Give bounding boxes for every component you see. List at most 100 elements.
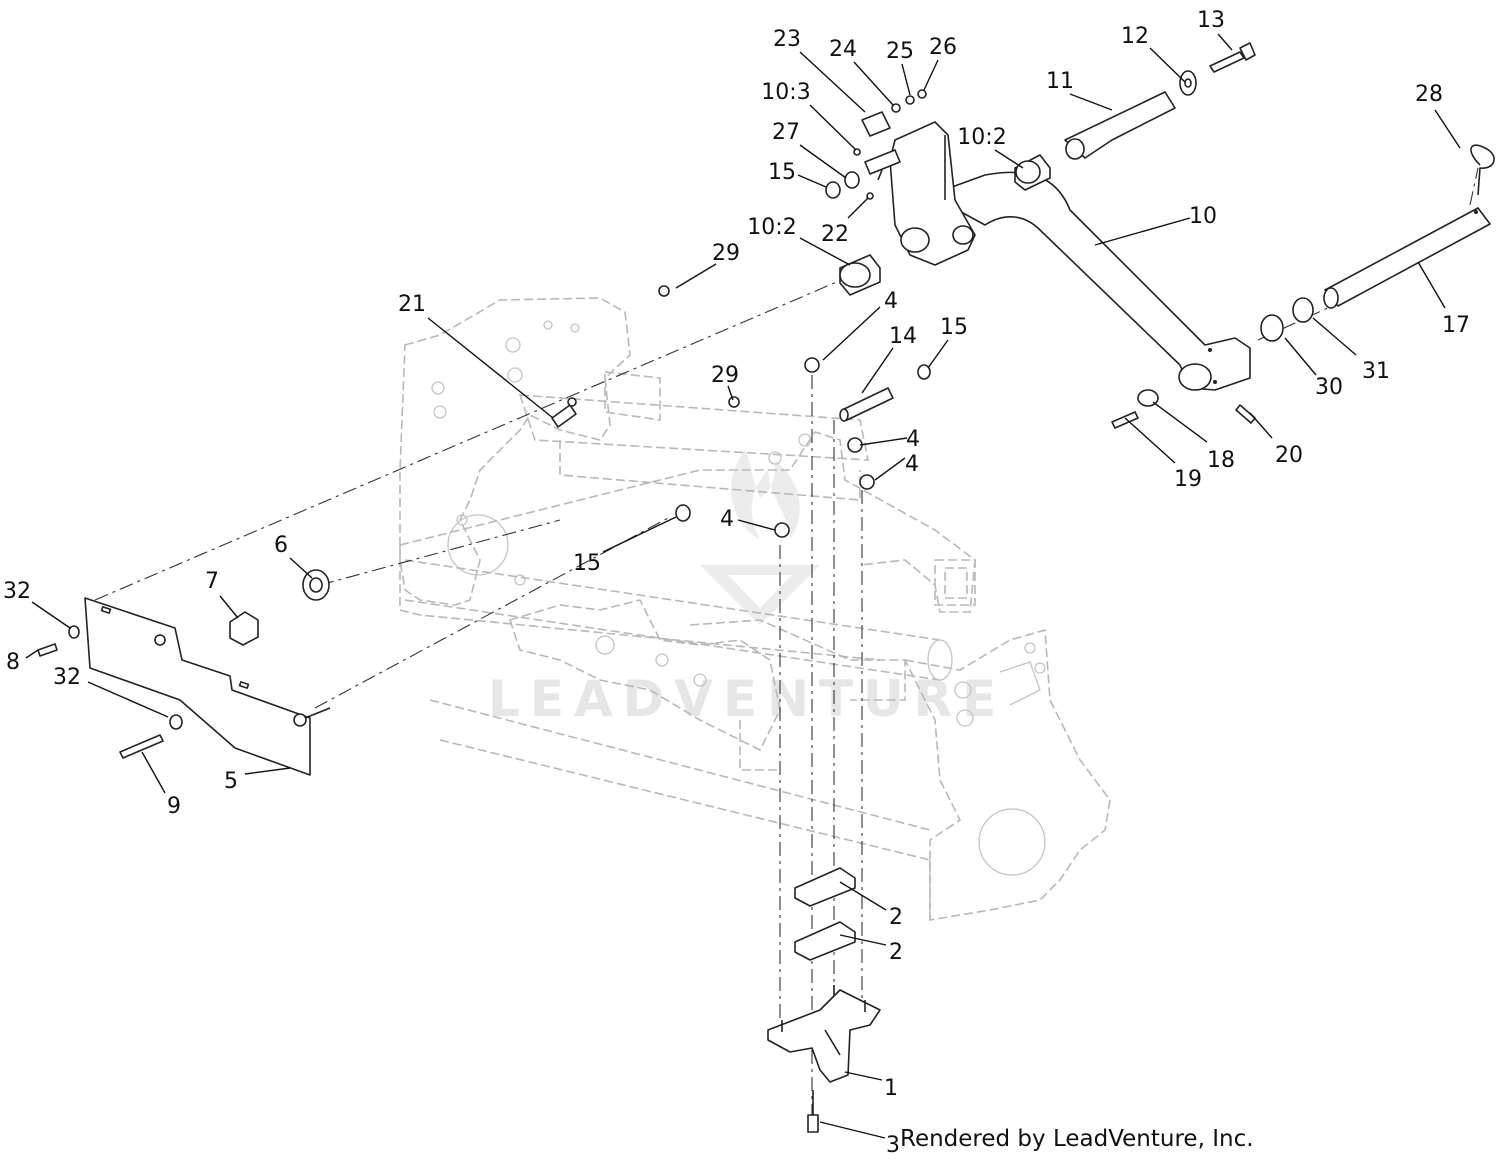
- leader-c15c: [602, 516, 677, 553]
- callout-c21: 21: [398, 292, 426, 317]
- watermark-text: LEADVENTURE: [488, 670, 1006, 728]
- part-7-nut: [229, 611, 259, 646]
- part-3-bolt: [807, 1090, 819, 1133]
- callout-c2a: 2: [889, 905, 903, 930]
- credit-text: Rendered by LeadVenture, Inc.: [900, 1126, 1254, 1152]
- leader-c15b: [927, 339, 949, 369]
- callout-c15b: 15: [940, 315, 968, 340]
- part-10-2-bushing-upper: [1014, 154, 1051, 191]
- leader-c11: [1069, 93, 1113, 111]
- callout-c18: 18: [1207, 448, 1235, 473]
- part-4-flange-nut-b: [847, 437, 863, 453]
- callout-c24: 24: [829, 37, 857, 62]
- part-10-2-bushing-lower: [839, 254, 881, 296]
- callout-c17: 17: [1442, 313, 1470, 338]
- part-32-washer-lower: [169, 714, 183, 730]
- part-15-retaining-ring-right: [917, 364, 931, 380]
- leader-c7: [219, 595, 239, 619]
- leader-c10-2a: [799, 237, 851, 266]
- callout-c10-2a: 10:2: [747, 215, 796, 240]
- part-26-nut: [917, 89, 927, 99]
- callout-c4d: 4: [720, 507, 734, 532]
- callout-c20: 20: [1275, 443, 1303, 468]
- callout-c10-3: 10:3: [761, 80, 810, 105]
- leader-c29a: [675, 263, 717, 289]
- part-22-screw: [866, 169, 883, 200]
- callout-c10: 10: [1189, 204, 1217, 229]
- mower-frame-reference: [399, 297, 1111, 921]
- callout-c15c: 15: [573, 551, 601, 576]
- leader-c22: [847, 197, 869, 219]
- part-27-washer: [844, 171, 860, 189]
- callout-c4b: 4: [906, 427, 920, 452]
- leader-c10: [1094, 217, 1191, 246]
- part-31-bushing: [1292, 297, 1314, 323]
- callout-c14: 14: [889, 324, 917, 349]
- leader-c20: [1249, 412, 1273, 439]
- leader-c27: [799, 144, 847, 179]
- leader-c6: [289, 557, 313, 579]
- leader-c10-3: [809, 104, 857, 151]
- part-32-washer-upper: [68, 625, 80, 639]
- part-15-retaining-ring-left: [675, 504, 691, 522]
- callout-c27: 27: [772, 120, 800, 145]
- leader-c4c: [874, 457, 906, 481]
- leader-c2a: [839, 881, 887, 911]
- part-15-retaining-ring-upper: [825, 181, 841, 199]
- callout-c22: 22: [821, 222, 849, 247]
- part-5-guard-bracket: [84, 597, 331, 776]
- leader-c4d: [737, 519, 776, 531]
- part-10-3-pivot-pin: [853, 148, 901, 175]
- part-28-hairpin-clip: [1470, 144, 1495, 196]
- part-13-bolt: [1209, 42, 1256, 73]
- leader-c29b: [727, 385, 734, 401]
- leader-c31: [1312, 317, 1357, 356]
- callout-c32b: 32: [53, 665, 81, 690]
- callout-c9: 9: [167, 794, 181, 819]
- leader-c12: [1149, 47, 1186, 83]
- leader-c21: [427, 317, 554, 419]
- callout-c15a: 15: [768, 160, 796, 185]
- callout-c8: 8: [6, 650, 20, 675]
- leader-c26: [923, 59, 939, 91]
- part-14-spacer: [839, 387, 894, 422]
- callout-c32a: 32: [3, 579, 31, 604]
- part-4-flange-nut-d: [774, 522, 790, 538]
- part-24-washer: [891, 103, 901, 113]
- leader-c14: [861, 347, 894, 394]
- callout-c5: 5: [224, 769, 238, 794]
- part-9-bolt: [119, 734, 164, 759]
- callout-c31: 31: [1362, 359, 1390, 384]
- callout-c6: 6: [274, 533, 288, 558]
- part-4-flange-nut-c: [859, 474, 875, 490]
- part-10-pivot-arm-weldment: [889, 121, 1251, 391]
- part-29-nut-upper: [658, 285, 670, 297]
- callout-c3: 3: [886, 1133, 900, 1158]
- part-4-flange-nut-a: [804, 357, 820, 373]
- part-1-mount-bracket: [767, 985, 881, 1083]
- callout-c7: 7: [205, 569, 219, 594]
- callout-c23: 23: [773, 27, 801, 52]
- part-2-shim-lower: [794, 921, 856, 961]
- leader-c4b: [859, 437, 908, 446]
- callout-c12: 12: [1121, 24, 1149, 49]
- callout-c11: 11: [1046, 69, 1074, 94]
- callout-c29a: 29: [712, 241, 740, 266]
- callout-c2b: 2: [889, 940, 903, 965]
- callout-c28: 28: [1415, 82, 1443, 107]
- watermark-logo: [700, 450, 820, 625]
- part-17-pivot-pin: [1323, 207, 1491, 309]
- part-29-nut-lower: [728, 396, 740, 408]
- part-8-bolt: [37, 643, 58, 657]
- leader-c4a: [822, 306, 881, 361]
- callout-c10-2b: 10:2: [957, 125, 1006, 150]
- leader-c32a: [31, 601, 71, 629]
- part-19-bolt: [1111, 411, 1139, 429]
- leader-c18: [1152, 401, 1208, 443]
- part-20-bolt: [1235, 404, 1256, 424]
- leader-c3: [819, 1121, 886, 1139]
- leader-c9: [141, 751, 166, 794]
- leader-c25: [901, 63, 911, 96]
